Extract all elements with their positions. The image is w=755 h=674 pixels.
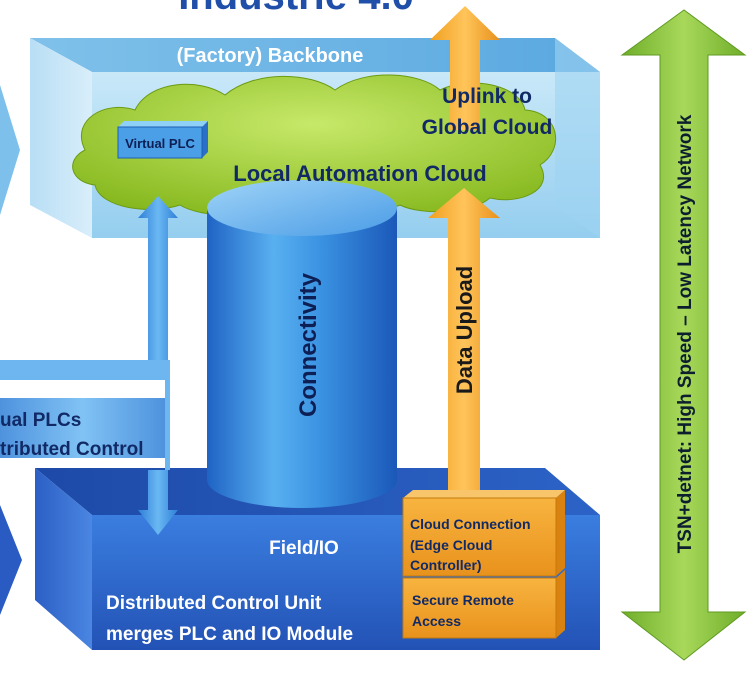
- backbone-label: (Factory) Backbone: [177, 45, 364, 67]
- blue-flow-arrow: [0, 196, 178, 535]
- cloud-connection-label-line2: (Edge Cloud: [410, 537, 492, 553]
- left-arrow-lower: [0, 505, 22, 615]
- uplink-label-line1: Uplink to: [442, 85, 532, 108]
- up-arrow-icon: [428, 188, 500, 505]
- dcu-label-line1: Distributed Control Unit: [106, 593, 322, 614]
- double-arrow-icon: [620, 9, 747, 661]
- connectivity-cylinder: [207, 180, 397, 508]
- secure-remote-label-line1: Secure Remote: [412, 592, 514, 608]
- uplink-arrow: [430, 6, 500, 130]
- virtual-plcs-label-line2: tributed Control: [0, 439, 144, 460]
- left-arrow-upper: [0, 85, 20, 215]
- cloud-connection-label-line3: Controller): [410, 557, 482, 573]
- up-arrow-icon: [430, 6, 500, 130]
- secure-remote-label-line2: Access: [412, 613, 461, 629]
- local-automation-cloud: [72, 74, 556, 216]
- tsn-label: TSN+detnet: High Speed – Low Latency Net…: [675, 114, 696, 553]
- cloud-connection-label-line1: Cloud Connection: [410, 516, 531, 532]
- down-arrow-icon: [138, 470, 178, 535]
- data-upload-label: Data Upload: [452, 266, 477, 394]
- edge-cloud-controller-box: [402, 490, 565, 577]
- secure-remote-box: [402, 570, 565, 639]
- tsn-double-arrow: [620, 9, 747, 661]
- virtual-plcs-label-line1: ual PLCs: [0, 410, 81, 431]
- data-upload-arrow: [428, 188, 500, 505]
- diagram-title: Industrie 4.0: [178, 0, 414, 18]
- local-cloud-label: Local Automation Cloud: [233, 161, 486, 186]
- connectivity-label: Connectivity: [295, 272, 322, 417]
- up-arrow-icon: [138, 196, 178, 360]
- uplink-label-line2: Global Cloud: [422, 116, 553, 139]
- dcu-label-line2: merges PLC and IO Module: [106, 624, 353, 645]
- virtual-plc-box: [117, 121, 208, 159]
- field-io-label: Field/IO: [269, 538, 339, 559]
- virtual-plc-label: Virtual PLC: [125, 136, 195, 151]
